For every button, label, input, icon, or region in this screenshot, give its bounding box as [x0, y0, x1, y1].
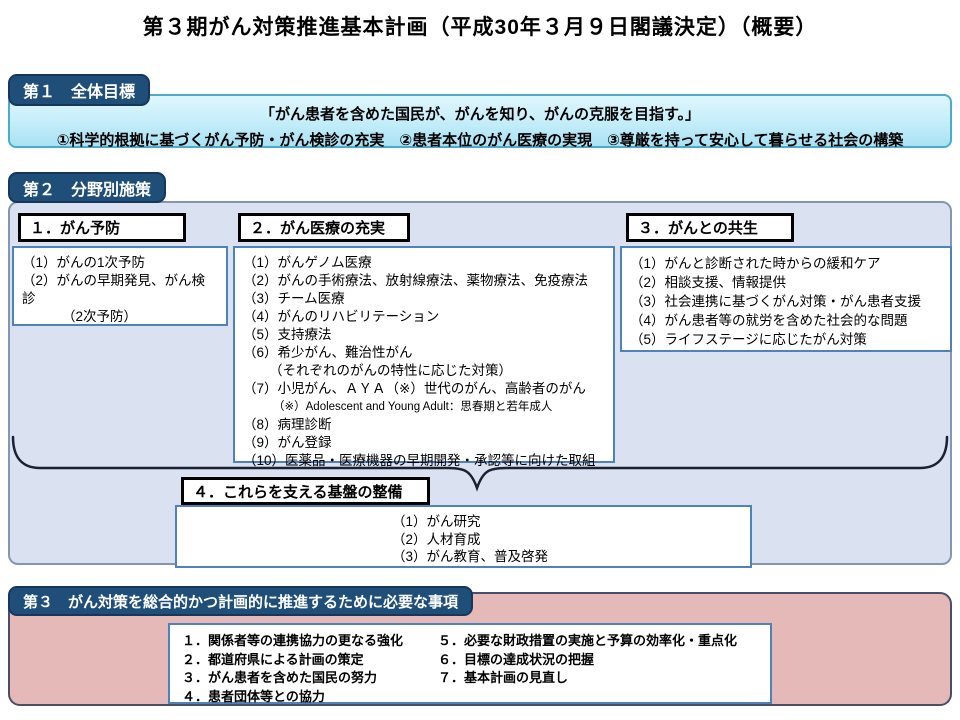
list-item: （3）がん教育、普及啓発: [392, 549, 549, 564]
list-item: （3）チーム医療: [243, 291, 345, 306]
grouping-brace-icon: [11, 435, 949, 492]
section2-tab: 第２ 分野別施策: [8, 172, 167, 203]
list-item: （2）相談支援、情報提供: [630, 275, 787, 290]
list-item: （6）希少がん、難治性がん: [243, 345, 413, 360]
list-item: （それぞれのがんの特性に応じた対策）: [269, 363, 512, 378]
list-item: （4）がんのリハビリテーション: [243, 309, 440, 324]
subheader-supporting-foundation: ４．これらを支える基盤の整備: [181, 477, 430, 505]
list-item: （1）がんと診断された時からの緩和ケア: [630, 256, 881, 271]
list-item: ３．がん患者を含めた国民の努力: [182, 670, 378, 685]
list-item: ５．必要な財政措置の実施と予算の効率化・重点化: [438, 633, 738, 648]
list-item: １．関係者等の連携協力の更なる強化: [182, 633, 404, 648]
list-item: ７．基本計画の見直し: [438, 670, 569, 685]
subheader-cancer-prevention: １．がん予防: [18, 213, 186, 242]
list-item: （8）病理診断: [243, 417, 332, 432]
page-title: 第３期がん対策推進基本計画（平成30年３月９日閣議決定）（概要）: [142, 16, 818, 39]
goal-quote: 「がん患者を含めた国民が、がんを知り、がんの克服を目指す。」: [259, 106, 701, 123]
list-item: （2）がんの早期発見、がん検診: [22, 273, 206, 306]
box-cancer-medical-care: （1）がんゲノム医療 （2）がんの手術療法、放射線療法、薬物療法、免疫療法 （3）チ…: [233, 246, 615, 468]
list-item: （5）支持療法: [243, 327, 332, 342]
overall-goal-box: 「がん患者を含めた国民が、がんを知り、がんの克服を目指す。」 ①科学的根拠に基づ…: [8, 94, 952, 149]
box-cancer-prevention: （1）がんの1次予防 （2）がんの早期発見、がん検診 （2次予防）: [12, 246, 228, 326]
box-living-with-cancer: （1）がんと診断された時からの緩和ケア （2）相談支援、情報提供 （3）社会連携に基…: [620, 246, 952, 352]
list-item: （2）人材育成: [392, 531, 481, 547]
list-item: （※）Adolescent and Young Adult：思春期と若年成人: [273, 401, 553, 413]
box-necessary-matters: １．関係者等の連携協力の更なる強化 ２．都道府県による計画の策定 ３．がん患者を含め…: [168, 623, 772, 704]
list-item: （10）医薬品・医療機器の早期開発・承認等に向けた取組: [243, 453, 596, 468]
list-item: （5）ライフステージに応じたがん対策: [630, 332, 867, 347]
list-item: （1）がんゲノム医療: [243, 255, 372, 270]
list-item: ２．都道府県による計画の策定: [182, 651, 364, 667]
list-item: （9）がん登録: [243, 435, 332, 450]
list-item: （1）がんの1次予防: [22, 255, 146, 270]
list-item: （1）がん研究: [392, 514, 481, 529]
goal-three-points: ①科学的根拠に基づくがん予防・がん検診の充実 ②患者本位のがん医療の実現 ③尊厳…: [56, 132, 904, 149]
section3-tab: 第３ がん対策を総合的かつ計画的に推進するために必要な事項: [8, 586, 474, 616]
box-supporting-foundation: （1）がん研究 （2）人材育成 （3）がん教育、普及啓発: [175, 505, 752, 568]
list-item: （7）小児がん、ＡＹＡ（※）世代のがん、高齢者のがん: [243, 381, 586, 396]
list-item: （4）がん患者等の就労を含めた社会的な問題: [630, 313, 908, 328]
list-item: ４．患者団体等との協力: [182, 688, 325, 704]
list-item: ６．目標の達成状況の把握: [438, 651, 595, 667]
list-item: （3）社会連携に基づくがん対策・がん患者支援: [630, 294, 922, 309]
subheader-cancer-medical-care: ２．がん医療の充実: [238, 213, 410, 242]
subheader-living-with-cancer: ３．がんとの共生: [626, 213, 794, 242]
list-item: （2次予防）: [62, 309, 138, 324]
section1-tab: 第１ 全体目標: [8, 74, 151, 106]
necessary-matters-left-column: １．関係者等の連携協力の更なる強化 ２．都道府県による計画の策定 ３．がん患者を含め…: [182, 632, 438, 704]
list-item: （2）がんの手術療法、放射線療法、薬物療法、免疫療法: [243, 273, 589, 288]
necessary-matters-right-column: ５．必要な財政措置の実施と予算の効率化・重点化 ６．目標の達成状況の把握 ７．基本計…: [438, 632, 770, 702]
